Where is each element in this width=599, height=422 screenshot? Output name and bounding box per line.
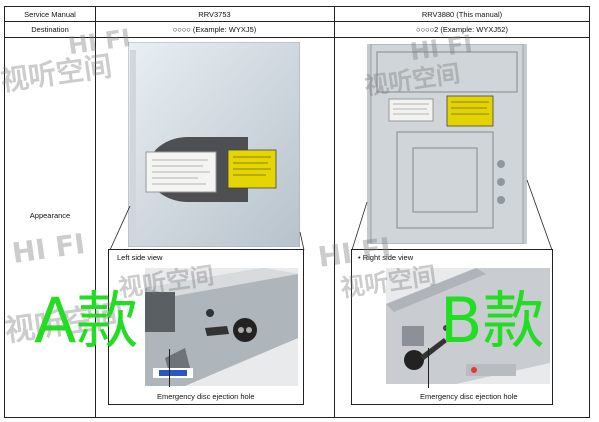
left-side-view-panel: Left side view Emergency disc ejection h… [108, 249, 304, 405]
right-side-view-label: • Right side view [358, 253, 414, 262]
right-callout-label: Emergency disc ejection hole [420, 392, 518, 401]
header-rrv3880: RRV3880 (This manual) [421, 10, 503, 19]
left-side-view-label: Left side view [117, 253, 163, 262]
header-service-manual: Service Manual [24, 10, 76, 19]
row-divider [5, 21, 589, 22]
destination-label: Destination [31, 25, 69, 34]
left-callout-line [169, 349, 170, 387]
comparison-table: Service Manual RRV3753 RRV3880 (This man… [4, 6, 590, 418]
left-side-view-photo [145, 268, 298, 386]
column-divider [334, 7, 335, 417]
left-callout-label: Emergency disc ejection hole [157, 392, 255, 401]
right-side-view-photo [386, 268, 550, 384]
column-divider [95, 7, 96, 417]
destination-rrv3753: ○○○○ (Example: WYXJ5) [172, 25, 257, 34]
header-rrv3753: RRV3753 [198, 10, 231, 19]
model-b-mark: B款 [440, 284, 545, 357]
model-a-mark: A款 [34, 284, 139, 357]
drive-photo-rrv3880-top [367, 44, 527, 244]
right-callout-line [428, 348, 429, 388]
appearance-label: Appearance [29, 211, 71, 220]
right-side-view-panel: • Right side view Emergency disc ejectio… [351, 249, 553, 405]
row-divider [5, 37, 589, 38]
drive-photo-rrv3753-top [128, 42, 300, 247]
destination-rrv3880: ○○○○2 (Example: WYXJ52) [416, 25, 508, 34]
